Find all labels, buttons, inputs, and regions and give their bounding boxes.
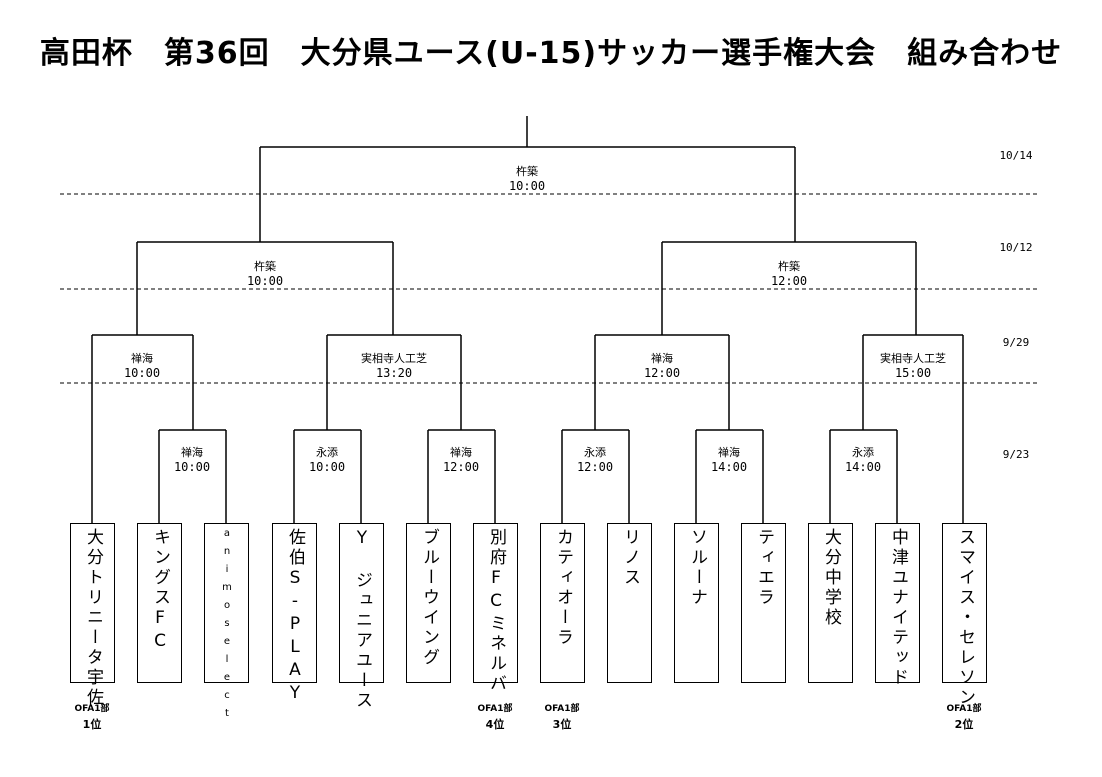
team-box: 佐伯S-PLAY [272,523,317,706]
match-venue: 禅海 [651,351,673,365]
team-box: キングスFC [137,523,182,683]
match-venue: 永添 [852,445,874,459]
match-venue: 実相寺人工芝 [880,351,946,365]
match-time: 10:00 [174,460,210,474]
r1-m5-connector [695,429,764,523]
seed-rank: 4位 [485,718,505,731]
team-name: 佐伯S-PLAY [285,528,305,706]
match-venue: 禅海 [131,351,153,365]
r1-m2-connector [293,429,362,523]
match-time: 10:00 [247,274,283,288]
team-name: キングスFC [150,528,170,654]
seed-badge: OFA1部 3位 [527,702,597,732]
team-box: ブルーウイング [406,523,451,683]
r1-m1-connector [158,429,227,523]
match-venue: 永添 [584,445,606,459]
seed-org: OFA1部 [477,704,513,714]
date-label: 10/12 [999,241,1032,254]
date-label: 9/29 [1003,336,1030,349]
team-name: スマイス・セレソン [955,528,975,708]
team-box: スマイス・セレソン [942,523,987,708]
team-name: animoselect [221,528,233,726]
seed-rank: 2位 [954,718,974,731]
r1-m3-connector [427,429,496,523]
match-venue: 杵築 [516,164,538,178]
seed-org: OFA1部 [946,704,982,714]
team-name: 中津ユナイテッド [888,528,908,688]
team-box: 大分トリニータ宇佐 [70,523,115,708]
team-box: animoselect [204,523,249,726]
seed-org: OFA1部 [544,704,580,714]
team-box: ソルーナ [674,523,719,683]
date-dividers [60,193,1040,384]
seed-badge: OFA1部 4位 [460,702,530,732]
match-time: 12:00 [771,274,807,288]
r1-m4-connector [561,429,630,523]
team-name: ティエラ [754,528,774,608]
match-time: 10:00 [124,366,160,380]
team-box: ティエラ [741,523,786,683]
team-name: ソルーナ [687,528,707,608]
match-time: 10:00 [309,460,345,474]
seed-org: OFA1部 [74,704,110,714]
page-title: 高田杯 第36回 大分県ユース(U-15)サッカー選手権大会 組み合わせ [39,36,1063,71]
team-name: 別府FCミネルバ [486,528,506,694]
team-name: カティオーラ [553,528,573,648]
match-venue: 禅海 [181,445,203,459]
match-venue: 杵築 [254,259,276,273]
team-name: ブルーウイング [419,528,439,668]
seed-rank: 3位 [552,718,572,731]
r1-m6-connector [829,429,898,523]
match-time: 14:00 [845,460,881,474]
match-time: 13:20 [376,366,412,380]
match-time: 12:00 [443,460,479,474]
match-venue: 禅海 [718,445,740,459]
date-label: 9/23 [1003,448,1030,461]
team-box: リノス [607,523,652,683]
team-box: 中津ユナイテッド [875,523,920,688]
final-connector [259,116,796,242]
match-time: 12:00 [644,366,680,380]
team-box: 大分中学校 [808,523,853,683]
match-time: 14:00 [711,460,747,474]
match-venue: 実相寺人工芝 [361,351,427,365]
team-box: カティオーラ [540,523,585,683]
team-box: Y ジュニアユース [339,523,384,711]
team-name: リノス [620,528,640,588]
match-time: 10:00 [509,179,545,193]
date-label: 10/14 [999,149,1032,162]
match-venue: 杵築 [778,259,800,273]
team-name: 大分中学校 [821,528,841,628]
team-name: Y ジュニアユース [352,528,372,711]
bracket-lines [91,116,964,523]
match-time: 12:00 [577,460,613,474]
match-time: 15:00 [895,366,931,380]
qf4-connector [862,334,964,523]
team-box: 別府FCミネルバ [473,523,518,694]
match-venue: 禅海 [450,445,472,459]
team-name: 大分トリニータ宇佐 [83,528,103,708]
seed-badge: OFA1部 1位 [57,702,127,732]
seed-badge: OFA1部 2位 [929,702,999,732]
seed-rank: 1位 [82,718,102,731]
match-venue: 永添 [316,445,338,459]
